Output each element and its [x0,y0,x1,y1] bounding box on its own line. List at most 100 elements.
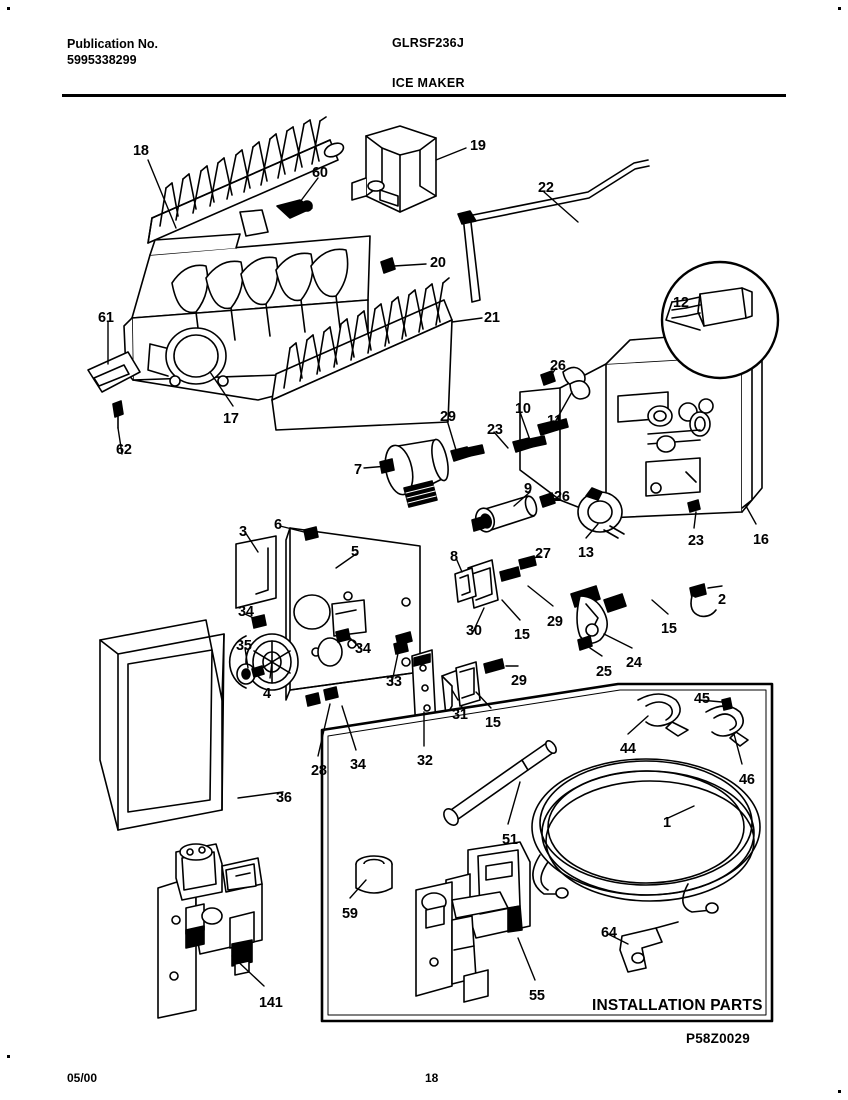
callout-32: 32 [417,753,433,769]
publication-block: Publication No. 5995338299 [67,36,158,68]
callout-20: 20 [430,255,446,271]
callout-1: 1 [663,815,671,831]
part-141-dual-water-valve [157,843,263,1019]
registration-mark [7,7,10,10]
callout-33: 33 [386,674,402,690]
callout-23: 23 [487,422,503,438]
callout-36: 36 [276,790,292,806]
callout-26: 26 [554,489,570,505]
part-20-pin [380,257,396,274]
callout-10: 10 [515,401,531,417]
callout-2: 2 [718,592,726,608]
part-35-washer [236,663,265,685]
callout-55: 55 [529,988,545,1004]
callout-22: 22 [538,180,554,196]
part-33-screw [395,631,413,646]
part-32-strip [411,649,437,733]
part-59-grommet [355,855,393,894]
part-60-screw [276,199,313,219]
callout-31: 31 [452,707,468,723]
part-36-ice-container [99,619,225,831]
part-62-screw [112,400,124,429]
callout-24: 24 [626,655,642,671]
callout-7: 7 [354,462,362,478]
registration-mark [838,1090,841,1093]
leader-lines [107,147,757,987]
callout-15: 15 [661,621,677,637]
part-19-chute [351,125,437,213]
part-25-screw [577,635,593,651]
callout-44: 44 [620,741,636,757]
callout-21: 21 [484,310,500,326]
callout-46: 46 [739,772,755,788]
part-55-water-valve [415,841,531,1003]
part-7-gearmotor [379,438,449,508]
callout-29: 29 [547,614,563,630]
callout-11: 11 [547,413,562,429]
callout-51: 51 [502,832,518,848]
callout-61: 61 [98,310,114,326]
part-22-fill-tube-wire [457,159,650,303]
part-1-water-tubing [531,758,761,914]
callout-34: 34 [350,757,366,773]
part-5-support-plate [285,527,421,701]
callout-9: 9 [524,481,532,497]
part-15-switch-lower [455,658,505,707]
part-3-panel [235,535,277,609]
part-44-clamp [637,693,689,737]
callout-8: 8 [450,549,458,565]
callout-18: 18 [133,143,149,159]
part-64-strap [619,921,679,973]
callout-35: 35 [236,638,252,654]
part-21-rake [271,277,453,431]
part-61-shield [87,351,141,393]
installation-parts-label: INSTALLATION PARTS [592,997,763,1014]
callout-64: 64 [601,925,617,941]
callout-12: 12 [673,295,689,311]
registration-mark [838,7,841,10]
callout-15: 15 [514,627,530,643]
callout-15: 15 [485,715,501,731]
part-18-ejector-blades [147,116,345,244]
callout-17: 17 [223,411,239,427]
part-9-motor [471,495,538,533]
part-13-cam [577,487,625,539]
callout-13: 13 [578,545,594,561]
callout-28: 28 [311,763,327,779]
callout-27: 27 [535,546,551,562]
part-24-lever [576,593,627,644]
model-number: GLRSF236J [392,36,464,50]
callout-60: 60 [312,165,328,181]
revision-date: 05/00 [67,1071,98,1085]
callout-3: 3 [239,524,247,540]
publication-label: Publication No. [67,37,158,51]
callout-4: 4 [263,686,271,702]
callout-19: 19 [470,138,486,154]
callout-34: 34 [355,641,371,657]
callout-29: 29 [511,673,527,689]
page-title: ICE MAKER [392,76,465,90]
callout-30: 30 [466,623,482,639]
publication-number: 5995338299 [67,53,137,67]
callout-45: 45 [694,691,710,707]
part-15-switch-upper [467,559,521,609]
callout-26: 26 [550,358,566,374]
callout-16: 16 [753,532,769,548]
callout-34: 34 [238,604,254,620]
callout-59: 59 [342,906,358,922]
drawing-code: P58Z0029 [686,1031,750,1046]
part-12-detail-circle [660,260,780,380]
callout-25: 25 [596,664,612,680]
callout-62: 62 [116,442,132,458]
registration-mark [7,1055,10,1058]
callout-141: 141 [259,995,283,1011]
callout-6: 6 [274,517,282,533]
callout-23: 23 [688,533,704,549]
header-divider [62,94,786,97]
part-45-screw [721,697,733,711]
part-8-clip [454,567,477,603]
callout-5: 5 [351,544,359,560]
callout-29: 29 [440,409,456,425]
